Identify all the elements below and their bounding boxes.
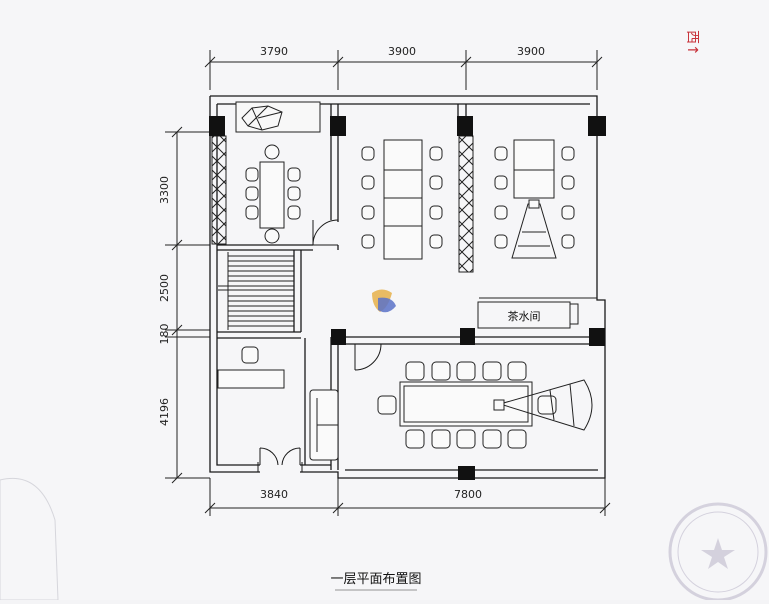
tea-room [477, 297, 597, 329]
dim-left-2: 2500 [158, 274, 171, 302]
dim-bottom-2: 7800 [454, 488, 482, 501]
dimension-top [204, 50, 603, 90]
paper-fold [0, 477, 59, 601]
dim-top-2: 3900 [388, 45, 416, 58]
tea-room-label: 茶水间 [508, 310, 541, 323]
staircase [218, 252, 294, 330]
partition-braced-middle [458, 135, 474, 273]
drawing-title: 一层平面布置图 [330, 572, 421, 587]
lobby-sofa [309, 389, 339, 461]
partition-braced-left [211, 135, 227, 245]
north-annotation: 西↑ [684, 30, 700, 56]
dimension-left [165, 126, 210, 484]
walls [209, 95, 606, 479]
projector-beam-2 [493, 379, 593, 431]
dimension-bottom [204, 478, 611, 516]
columns [209, 116, 606, 480]
dim-left-4: 4196 [158, 398, 171, 426]
door-meeting-room-left [312, 219, 339, 246]
door-conference [354, 343, 382, 371]
reception-desk [217, 346, 285, 389]
north-note-text: 西↑ [684, 30, 700, 56]
workstation-group-2 [494, 139, 575, 249]
dim-bottom-1: 3840 [260, 488, 288, 501]
watermark-logo [372, 289, 396, 313]
workstation-group-1 [361, 139, 443, 260]
dim-top-1: 3790 [260, 45, 288, 58]
conference-table [377, 361, 557, 449]
projector-beam-1 [511, 199, 557, 259]
dim-left-1: 3300 [158, 176, 171, 204]
dim-top-3: 3900 [517, 45, 545, 58]
lounge-sofa [235, 101, 321, 133]
small-meeting-table [245, 144, 301, 244]
dim-left-3: 180 [158, 324, 171, 345]
door-entrance [257, 447, 303, 472]
